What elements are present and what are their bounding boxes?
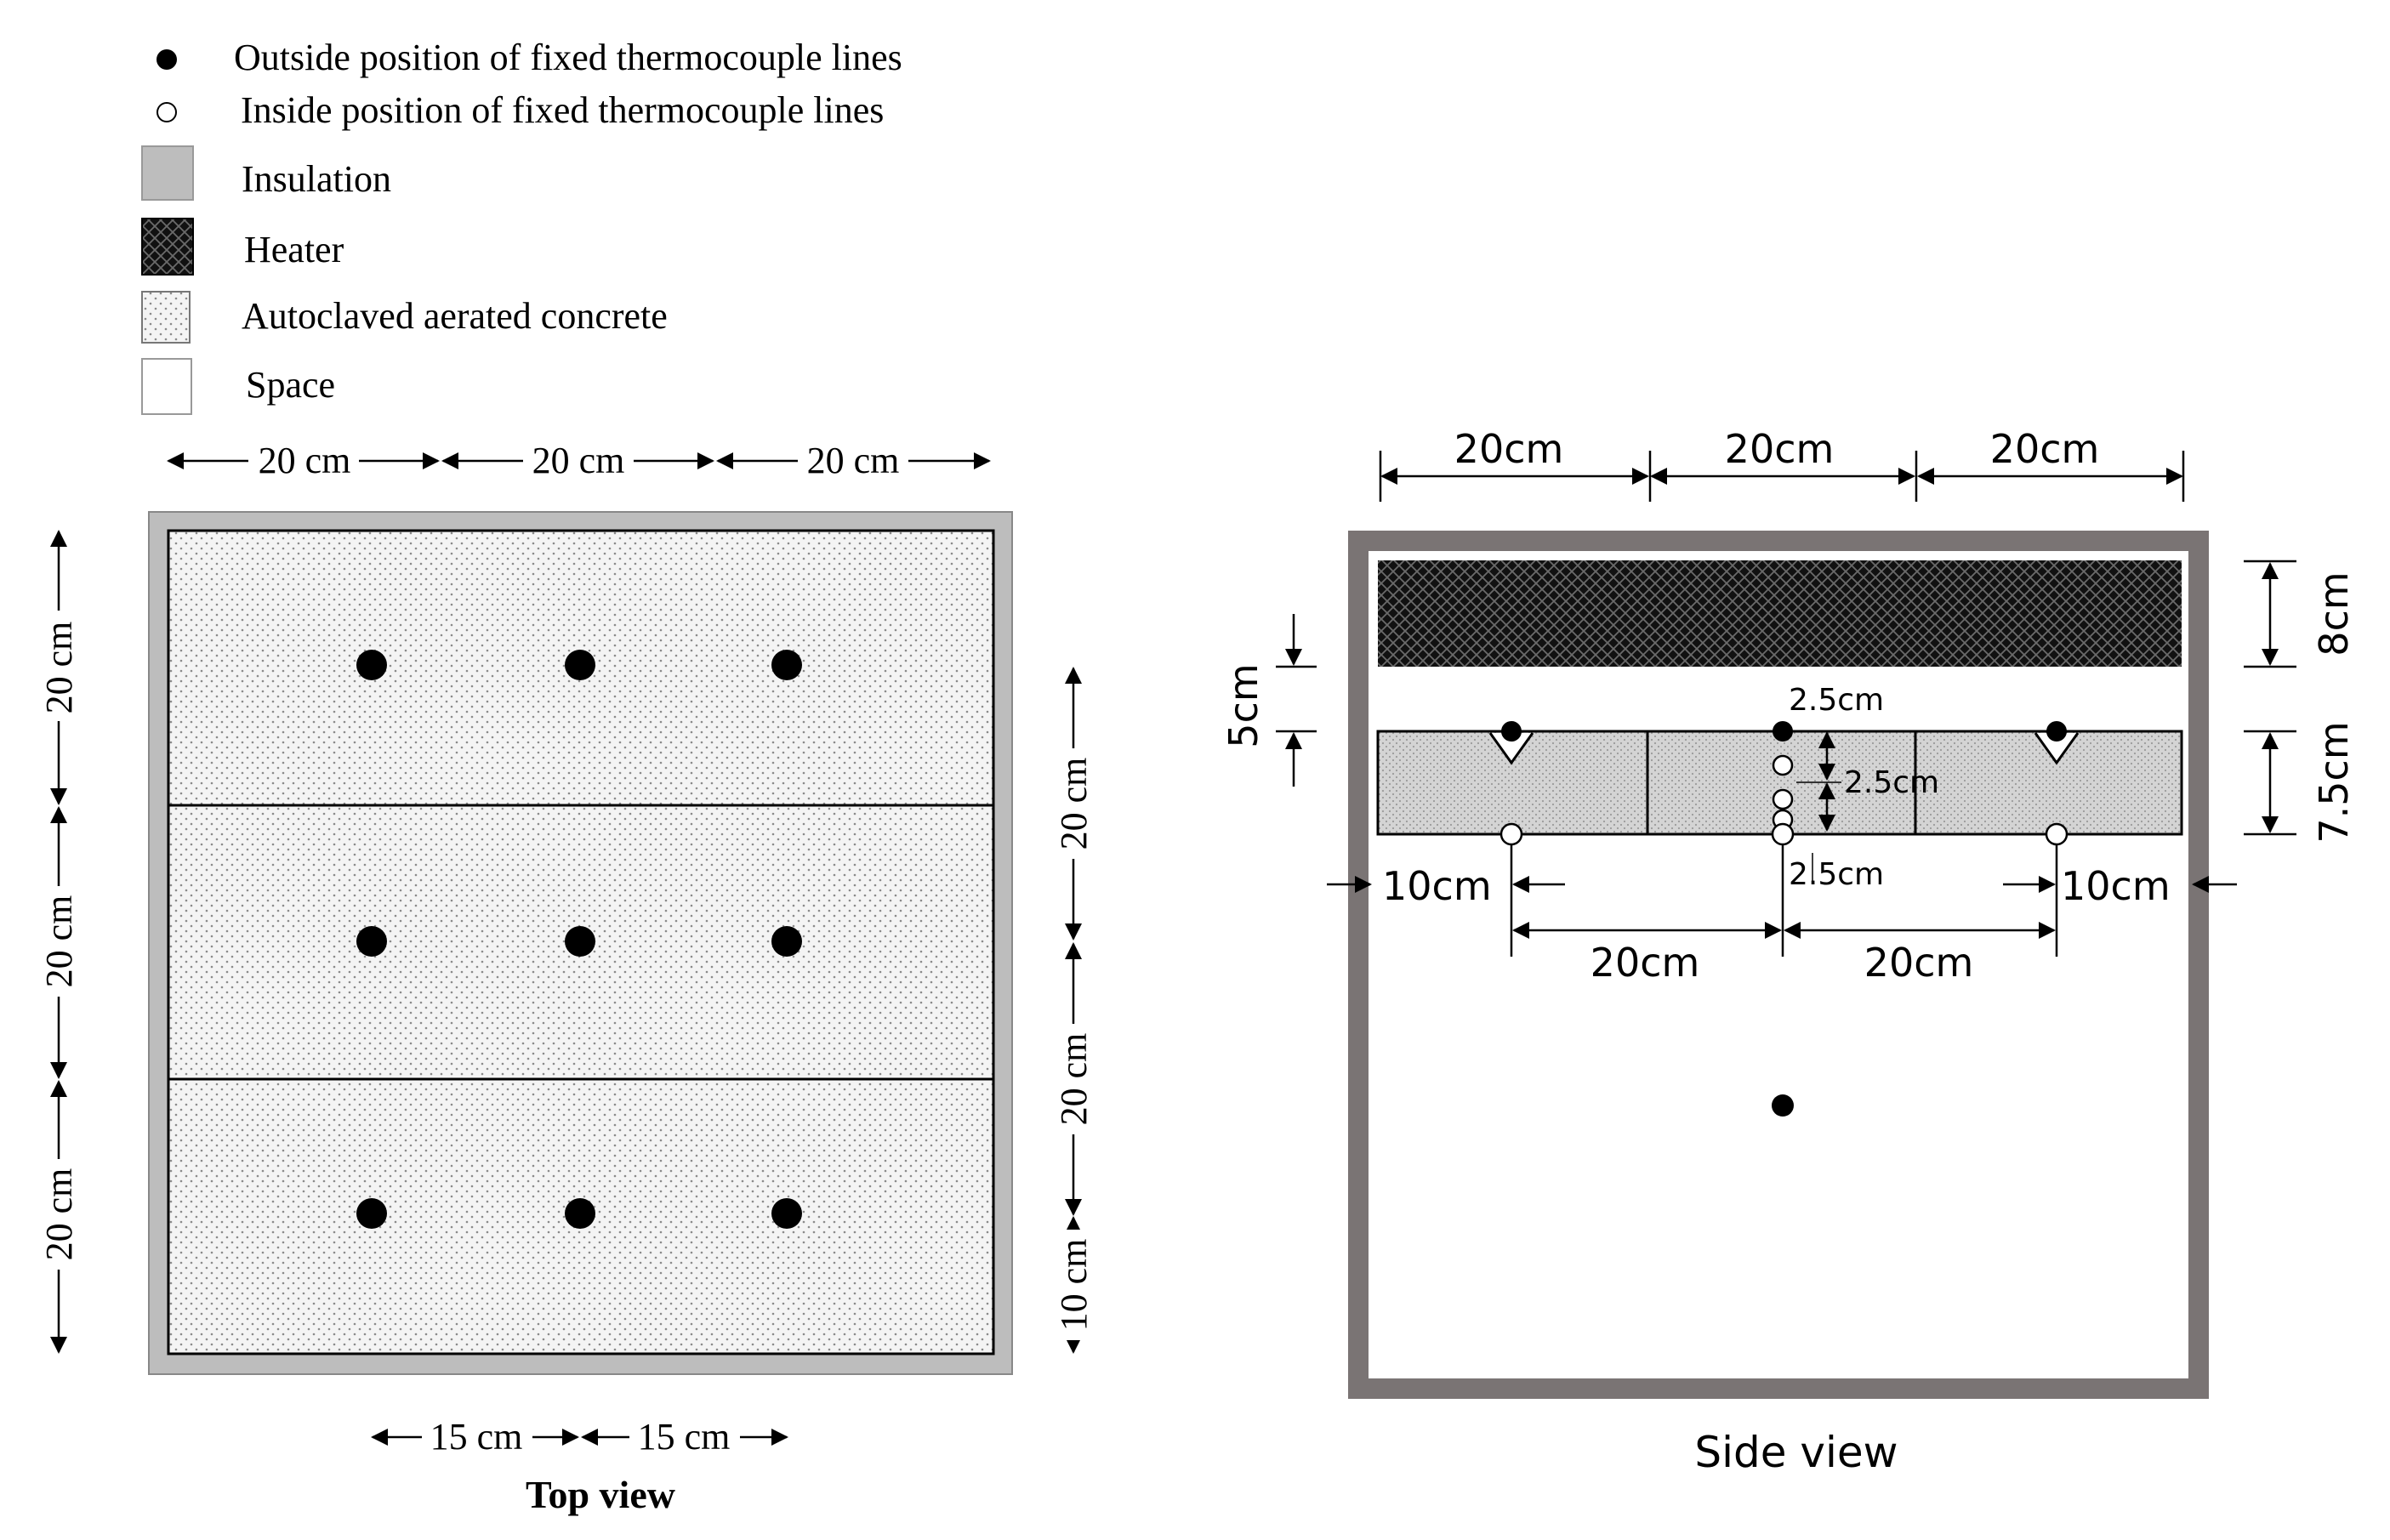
top-dim-top-3: 20 cm bbox=[807, 440, 900, 481]
top-dim-left-3: 20 cm bbox=[38, 1168, 80, 1261]
legend-inside-tc-symbol bbox=[156, 102, 177, 122]
top-view-thermocouples bbox=[356, 650, 802, 1229]
side-tc-outside-center bbox=[1773, 721, 1793, 742]
side-view-dim-top: 20cm 20cm 20cm bbox=[1379, 426, 2185, 502]
top-view-dim-bottom: 15 cm 15 cm bbox=[371, 1416, 788, 1458]
side-tc-inside-right-bottom bbox=[2045, 822, 2068, 846]
top-dim-top-1: 20 cm bbox=[259, 440, 351, 481]
top-view: 20 cm 20 cm 20 cm 2 bbox=[37, 440, 1095, 1516]
side-view-dim-probe: 2.5cm 2.5cm 2.5cm bbox=[1789, 683, 1939, 892]
side-dim-slab: 7.5cm bbox=[2311, 721, 2357, 843]
legend-space-label: Space bbox=[246, 364, 335, 406]
top-dim-right-2: 20 cm bbox=[1053, 1033, 1095, 1126]
side-tc-inside-center-1 bbox=[1772, 754, 1794, 776]
legend-inside-tc-label: Inside position of fixed thermocouple li… bbox=[241, 89, 884, 131]
side-tc-space bbox=[1772, 1094, 1794, 1117]
side-view-frame bbox=[1348, 531, 2209, 1399]
side-tc-inside-left-bottom bbox=[1499, 822, 1523, 846]
side-dim-gap: 5cm bbox=[1221, 663, 1266, 747]
side-dim-inner-2: 20cm bbox=[1864, 940, 1974, 986]
top-view-dim-left: 20 cm 20 cm 20 cm bbox=[37, 530, 80, 1354]
side-dim-top-2: 20cm bbox=[1725, 426, 1835, 472]
legend-insulation-swatch bbox=[141, 145, 194, 201]
side-view-dim-inner: 20cm 20cm bbox=[1510, 844, 2058, 986]
legend-heater-label: Heater bbox=[244, 229, 344, 270]
side-view-thermocouples bbox=[1499, 721, 2068, 1117]
top-tc-r3c3 bbox=[771, 1198, 802, 1229]
side-dim-edge-right: 10cm bbox=[2061, 863, 2171, 909]
top-tc-r2c1 bbox=[356, 926, 387, 957]
side-view-heater bbox=[1378, 560, 2182, 667]
top-tc-r1c1 bbox=[356, 650, 387, 680]
side-dim-inner-1: 20cm bbox=[1590, 940, 1700, 986]
side-tc-outside-left bbox=[1501, 721, 1522, 742]
side-tc-inside-center-bottom bbox=[1771, 822, 1795, 846]
side-view-dim-edges: 10cm 10cm bbox=[1327, 863, 2237, 909]
side-view-notch-right bbox=[2034, 732, 2080, 765]
side-view-caption: Side view bbox=[1694, 1428, 1898, 1477]
legend-outside-tc-symbol bbox=[156, 49, 177, 70]
side-dim-probe-bottom: 2.5cm bbox=[1789, 857, 1884, 892]
side-dim-probe-mid: 2.5cm bbox=[1844, 765, 1939, 800]
top-dim-left-2: 20 cm bbox=[38, 895, 80, 988]
top-dim-right-3: 10 cm bbox=[1053, 1239, 1095, 1332]
top-view-dim-right: 20 cm 20 cm 10 cm bbox=[1052, 667, 1095, 1354]
top-tc-r2c3 bbox=[771, 926, 802, 957]
top-dim-top-2: 20 cm bbox=[532, 440, 625, 481]
side-tc-outside-right bbox=[2046, 721, 2067, 742]
side-dim-top-3: 20cm bbox=[1990, 426, 2100, 472]
top-dim-bottom-2: 15 cm bbox=[638, 1416, 731, 1458]
top-tc-r3c2 bbox=[565, 1198, 595, 1229]
side-view-dim-gap: 5cm bbox=[1221, 614, 1317, 787]
side-dim-probe-top: 2.5cm bbox=[1789, 683, 1884, 718]
legend-aac-swatch bbox=[141, 291, 191, 344]
legend-aac-label: Autoclaved aerated concrete bbox=[242, 295, 668, 337]
side-view: 20cm 20cm 20cm bbox=[1221, 426, 2357, 1477]
side-view-notch-left bbox=[1488, 732, 1534, 765]
top-tc-r1c2 bbox=[565, 650, 595, 680]
legend-insulation-label: Insulation bbox=[242, 158, 391, 200]
top-dim-bottom-1: 15 cm bbox=[430, 1416, 523, 1458]
top-view-caption: Top view bbox=[526, 1473, 675, 1516]
side-dim-heater: 8cm bbox=[2311, 571, 2357, 656]
side-dim-top-1: 20cm bbox=[1454, 426, 1564, 472]
side-dim-edge-left: 10cm bbox=[1382, 863, 1492, 909]
top-dim-left-1: 20 cm bbox=[38, 622, 80, 714]
top-dim-right-1: 20 cm bbox=[1053, 758, 1095, 850]
side-view-dim-heater: 8cm bbox=[2244, 560, 2357, 668]
legend-heater-swatch bbox=[141, 218, 194, 276]
legend-space-swatch bbox=[141, 358, 192, 415]
top-tc-r2c2 bbox=[565, 926, 595, 957]
top-tc-r1c3 bbox=[771, 650, 802, 680]
side-view-dim-slab: 7.5cm bbox=[2244, 721, 2357, 844]
legend: Outside position of fixed thermocouple l… bbox=[141, 37, 902, 415]
top-tc-r3c1 bbox=[356, 1198, 387, 1229]
side-tc-inside-center-2 bbox=[1772, 788, 1794, 810]
legend-outside-tc-label: Outside position of fixed thermocouple l… bbox=[234, 37, 902, 78]
top-view-dim-top: 20 cm 20 cm 20 cm bbox=[167, 440, 991, 481]
